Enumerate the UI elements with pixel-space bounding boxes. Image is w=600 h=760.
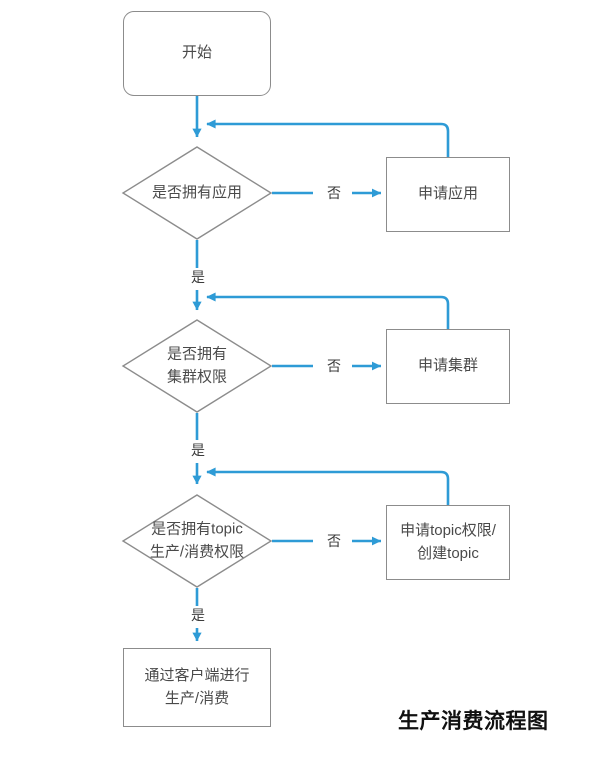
edge-loop-app-return: [206, 119, 450, 157]
node-action-topic-line2: 创建topic: [417, 544, 479, 562]
edge-label-no-app: 否: [324, 186, 344, 200]
node-decision-cluster-line2: 集群权限: [166, 368, 228, 385]
node-start[interactable]: 开始: [123, 11, 271, 96]
node-end-line2: 生产/消费: [164, 689, 230, 707]
node-decision-app[interactable]: 是否拥有应用: [121, 146, 273, 240]
node-start-label: 开始: [181, 44, 212, 62]
node-action-cluster[interactable]: 申请集群: [386, 329, 510, 404]
node-decision-topic-line2: 生产/消费权限: [149, 543, 245, 560]
diamond-shape-cluster: [121, 319, 273, 413]
node-decision-cluster[interactable]: 是否拥有 集群权限: [121, 319, 273, 413]
edge-label-no-cluster: 否: [324, 359, 344, 373]
edge-loop-cluster-return: [206, 292, 450, 329]
edge-label-yes-app: 是: [188, 270, 208, 284]
node-decision-app-label: 是否拥有应用: [151, 183, 243, 201]
node-decision-cluster-line1: 是否拥有: [166, 345, 228, 363]
node-decision-topic-line1: 是否拥有topic: [151, 520, 243, 538]
node-action-app-label: 申请应用: [417, 185, 478, 203]
node-action-topic-line1: 申请topic权限/: [400, 522, 496, 539]
diagram-caption: 生产消费流程图: [398, 710, 549, 733]
node-decision-cluster-label: 是否拥有 集群权限: [167, 344, 227, 389]
node-action-topic[interactable]: 申请topic权限/ 创建topic: [386, 505, 510, 580]
diamond-shape-topic: [121, 494, 273, 588]
node-decision-topic[interactable]: 是否拥有topic 生产/消费权限: [121, 494, 273, 588]
edge-label-no-topic: 否: [324, 534, 344, 548]
edge-loop-topic-return: [206, 467, 450, 505]
node-end[interactable]: 通过客户端进行 生产/消费: [123, 648, 271, 727]
edge-label-yes-topic: 是: [188, 608, 208, 622]
edge-label-yes-cluster: 是: [188, 443, 208, 457]
node-action-cluster-label: 申请集群: [417, 357, 478, 375]
node-decision-topic-label: 是否拥有topic 生产/消费权限: [150, 519, 244, 564]
node-action-app[interactable]: 申请应用: [386, 157, 510, 232]
diamond-shape-app: [121, 146, 273, 240]
node-end-line1: 通过客户端进行: [144, 667, 250, 684]
